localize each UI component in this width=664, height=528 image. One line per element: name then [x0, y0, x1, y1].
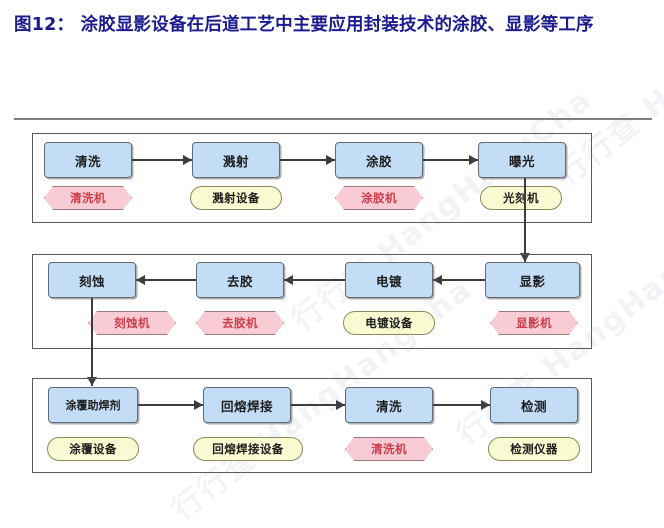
row-1-panel — [32, 133, 592, 223]
arrow-line — [524, 178, 526, 262]
process-box-baoguang[interactable]: 曝光 — [478, 142, 566, 178]
arrow-head-icon — [433, 275, 442, 285]
arrow-line — [138, 404, 203, 406]
arrow-jianshe-to-tujiao — [280, 150, 335, 170]
arrow-head-icon — [326, 155, 335, 165]
arrow-qingxi-to-jiance — [433, 395, 490, 415]
process-box-qingxi[interactable]: 清洗 — [44, 142, 132, 178]
equipment-label-jiansheshebei: 溅射设备 — [190, 186, 282, 210]
arrow-huirong-to-qingxi — [291, 395, 345, 415]
arrow-head-icon — [183, 155, 192, 165]
arrow-line — [284, 279, 345, 281]
arrow-head-icon — [194, 400, 203, 410]
arrow-diandu-to-qujiao — [284, 270, 345, 290]
process-box-huirongHanjie[interactable]: 回熔焊接 — [203, 387, 291, 423]
process-box-tufuzhuhanji[interactable]: 涂覆助焊剂 — [48, 387, 138, 423]
arrow-line — [91, 298, 93, 386]
process-flow-diagram: 行行查 HangHangCha 行行查 HangHangCha 行行查 Hang… — [32, 0, 664, 528]
process-box-qingxi-row3[interactable]: 清洗 — [345, 387, 433, 423]
process-box-keshi[interactable]: 刻蚀 — [48, 262, 136, 298]
equipment-label-keshiji: 刻蚀机 — [88, 311, 176, 335]
arrow-line — [280, 159, 335, 161]
equipment-label-tufushebei: 涂覆设备 — [47, 437, 139, 461]
arrow-keshi-to-tufuzhuhanji — [82, 298, 102, 386]
arrow-line — [423, 159, 478, 161]
arrow-line — [132, 159, 192, 161]
equipment-label-huironghanjieshebei: 回熔焊接设备 — [193, 437, 303, 461]
arrow-line — [433, 404, 490, 406]
equipment-label-qingxiji-row3: 清洗机 — [345, 437, 433, 461]
title-divider — [14, 118, 652, 120]
arrow-qingxi-to-jianshe — [132, 150, 192, 170]
process-box-qujiao[interactable]: 去胶 — [196, 262, 284, 298]
arrow-head-icon — [284, 275, 293, 285]
arrow-tufu-to-huirong — [138, 395, 203, 415]
arrow-tujiao-to-baoguang — [423, 150, 478, 170]
equipment-label-qujiaoji: 去胶机 — [196, 311, 284, 335]
equipment-label-tujiaoji: 涂胶机 — [335, 186, 423, 210]
equipment-label-guangkeji: 光刻机 — [480, 186, 562, 210]
row-2-panel — [32, 254, 592, 349]
equipment-label-qingxiji: 清洗机 — [44, 186, 132, 210]
arrow-head-icon — [87, 377, 97, 386]
arrow-line — [291, 404, 345, 406]
arrow-head-icon — [481, 400, 490, 410]
process-box-jianshe[interactable]: 溅射 — [192, 142, 280, 178]
arrow-xianying-to-diandu — [433, 270, 485, 290]
row-3-panel — [32, 378, 592, 473]
process-box-jiance[interactable]: 检测 — [490, 387, 578, 423]
equipment-label-xianyingji: 显影机 — [490, 311, 578, 335]
page-title: 图12： 涂胶显影设备在后道工艺中主要应用封装技术的涂胶、显影等工序 — [14, 15, 594, 35]
arrow-head-icon — [136, 275, 145, 285]
arrow-head-icon — [520, 253, 530, 262]
arrow-head-icon — [336, 400, 345, 410]
arrow-baoguang-to-xianying — [515, 178, 535, 262]
process-box-xianying[interactable]: 显影 — [485, 262, 580, 298]
arrow-line — [433, 279, 485, 281]
process-box-diandu[interactable]: 电镀 — [345, 262, 433, 298]
equipment-label-dianudushebei: 电镀设备 — [343, 311, 435, 335]
process-box-tujiao[interactable]: 涂胶 — [335, 142, 423, 178]
arrow-qujiao-to-keshi — [136, 270, 196, 290]
arrow-line — [136, 279, 196, 281]
arrow-head-icon — [469, 155, 478, 165]
equipment-label-jianceyiqi: 检测仪器 — [488, 437, 580, 461]
